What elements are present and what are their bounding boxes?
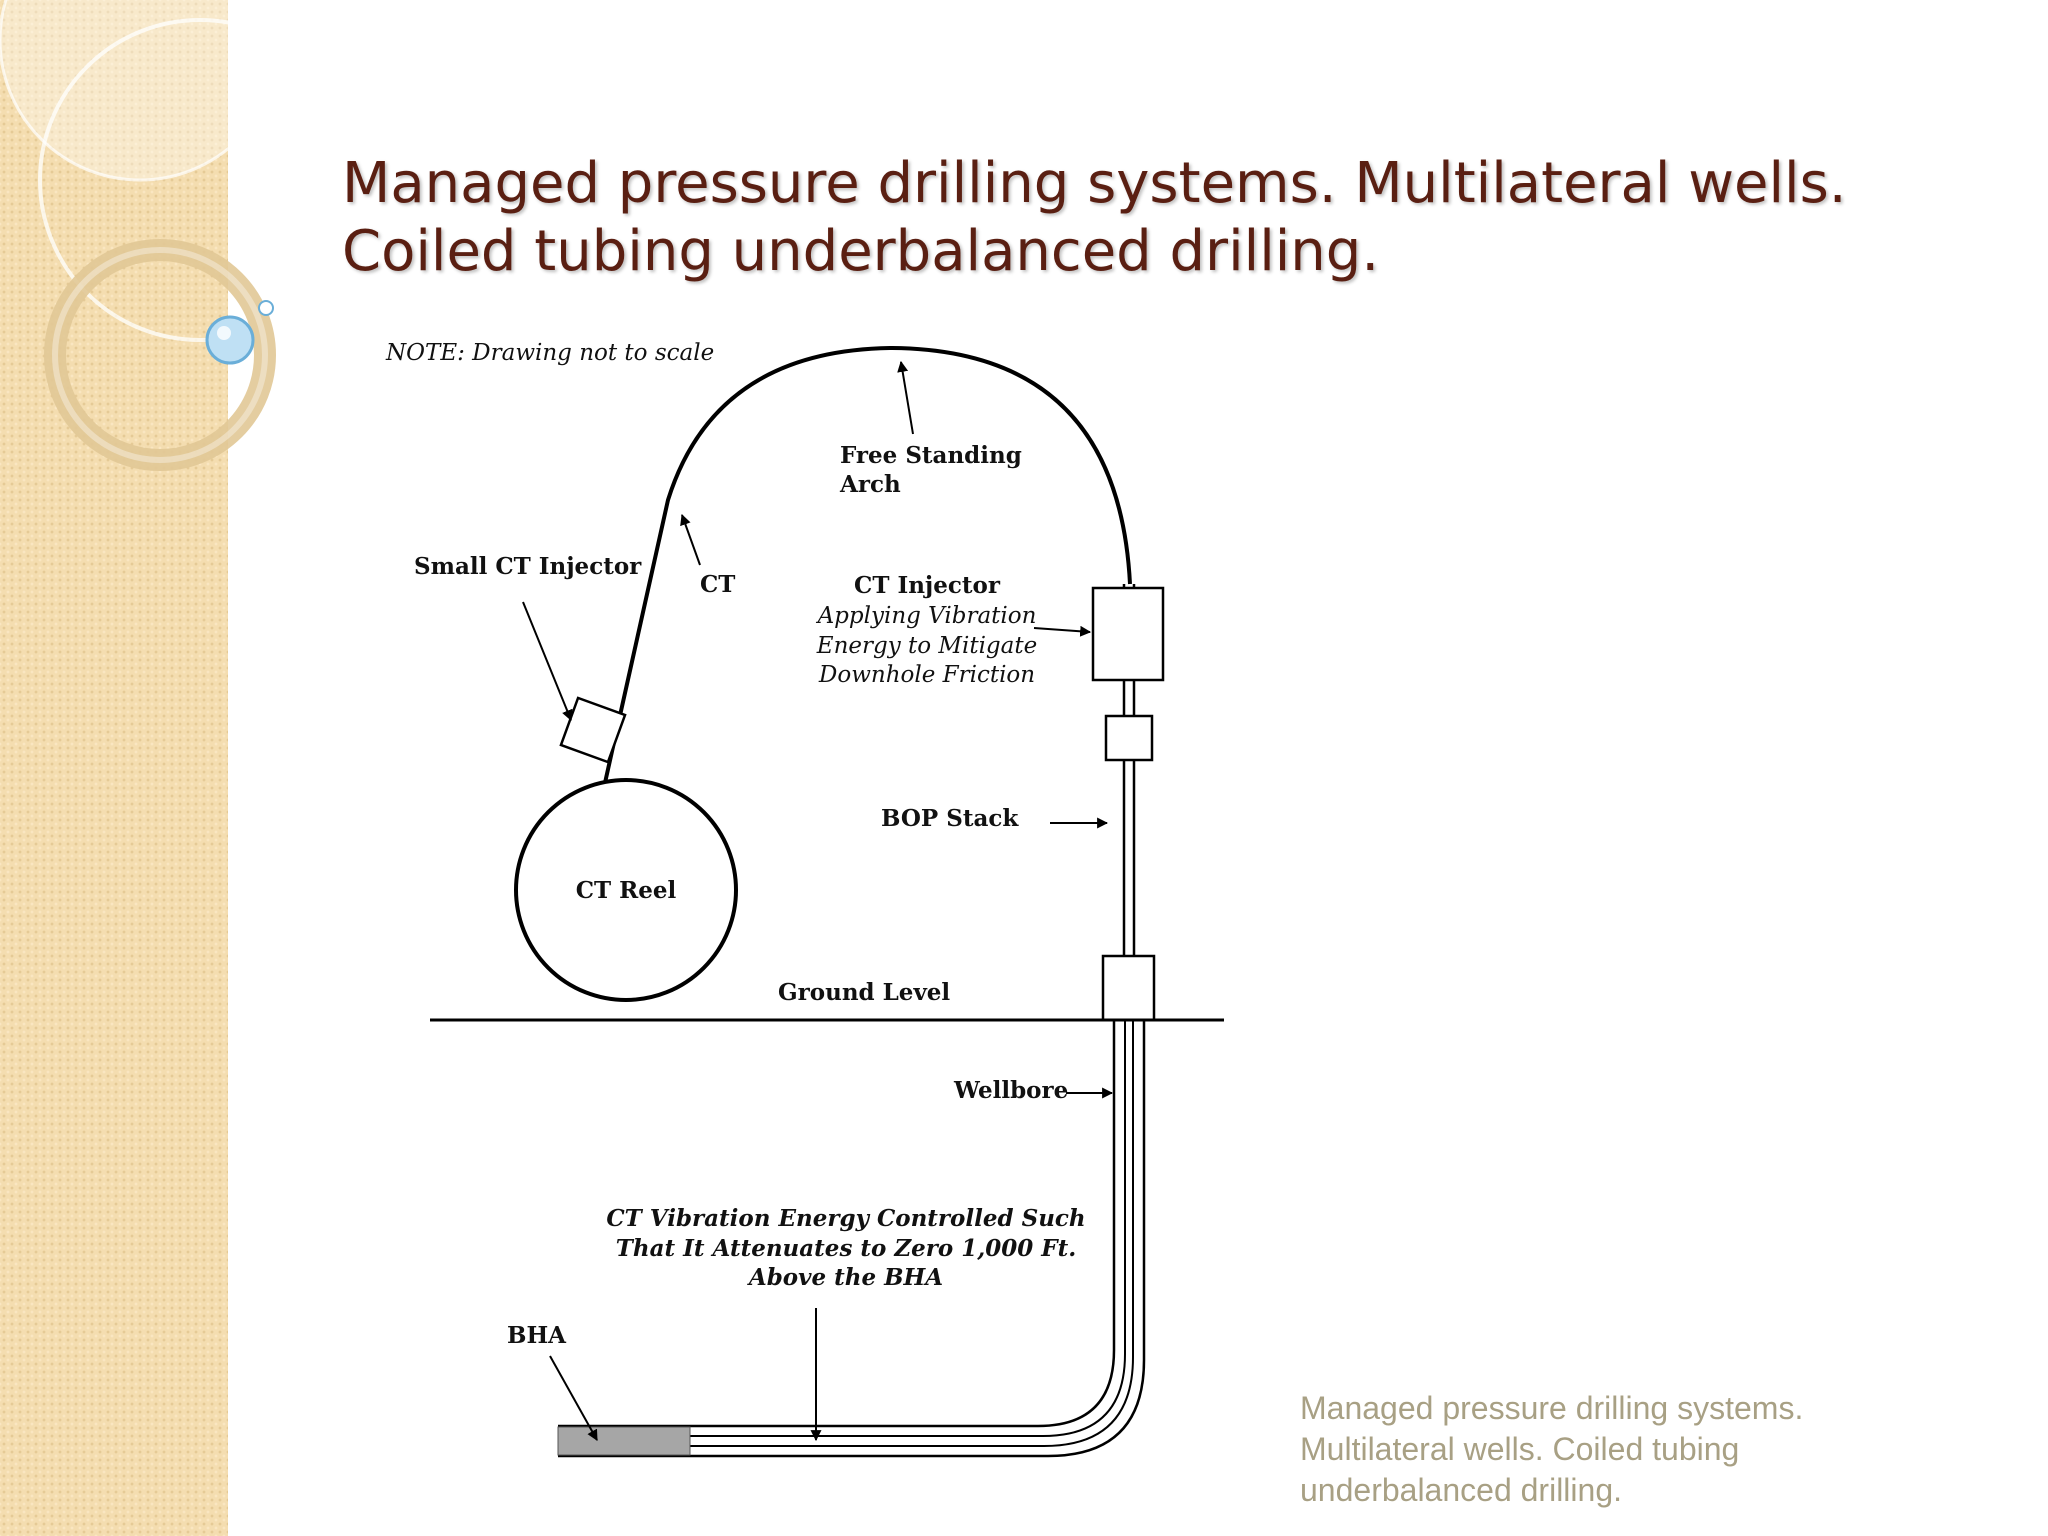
ct-injector-arrow	[1033, 625, 1092, 637]
ct-injector-desc-3: Downhole Friction	[818, 662, 1035, 688]
ct-label: CT	[700, 571, 735, 598]
slide-title: Managed pressure drilling systems. Multi…	[342, 150, 1982, 286]
decorative-sidebar	[0, 0, 228, 1536]
slide-footnote: Managed pressure drilling systems. Multi…	[1300, 1388, 1900, 1511]
ct-injector-title: CT Injector	[854, 572, 1001, 599]
bha-block	[557, 1426, 691, 1456]
ct-in-wellbore-left	[690, 1020, 1126, 1437]
free-standing-arch-label: Free Standing	[840, 442, 1022, 469]
footnote-line-2: Multilateral wells. Coiled tubing	[1300, 1431, 1740, 1467]
free-standing-arch-label-2: Arch	[839, 471, 901, 498]
ct-in-wellbore-right	[690, 1020, 1134, 1447]
ct-injector-box	[1091, 586, 1165, 682]
ct-injector-desc-1: Applying Vibration	[816, 603, 1037, 629]
ct-reel	[514, 778, 738, 1002]
note-label: NOTE: Drawing not to scale	[385, 340, 714, 366]
ct-injector-desc-2: Energy to Mitigate	[816, 633, 1037, 659]
footnote-line-1: Managed pressure drilling systems.	[1300, 1390, 1804, 1426]
ct-reel-label: CT Reel	[576, 877, 677, 904]
wellbore-label: Wellbore	[953, 1077, 1068, 1104]
ct-arrow	[680, 513, 701, 566]
wellbore-outer-left	[558, 1020, 1116, 1428]
arch-arrow	[897, 360, 914, 435]
ct-arch	[578, 345, 1132, 896]
title-line-2: Coiled tubing underbalanced drilling.	[342, 219, 1380, 284]
coiled-tubing-diagram: NOTE: Drawing not to scale Free Standing…	[385, 340, 1224, 1458]
vibration-note-1: CT Vibration Energy Controlled Such	[606, 1205, 1085, 1232]
small-ct-injector-label: Small CT Injector	[414, 553, 642, 580]
wellhead-box	[1101, 954, 1156, 1022]
footnote-line-3: underbalanced drilling.	[1300, 1472, 1622, 1508]
small-ct-injector-arrow	[522, 601, 573, 722]
small-ct-injector-box	[559, 696, 627, 764]
ground-level-label: Ground Level	[778, 979, 950, 1006]
bop-stack-box	[1104, 714, 1154, 762]
bha-label: BHA	[507, 1322, 567, 1349]
wellbore-outer-right	[558, 1020, 1146, 1458]
vibration-note-3: Above the BHA	[747, 1264, 943, 1291]
bop-stack-label: BOP Stack	[881, 805, 1019, 832]
title-line-1: Managed pressure drilling systems. Multi…	[342, 151, 1847, 216]
bha-arrow	[549, 1355, 598, 1441]
vibration-note-2: That It Attenuates to Zero 1,000 Ft.	[616, 1235, 1077, 1262]
